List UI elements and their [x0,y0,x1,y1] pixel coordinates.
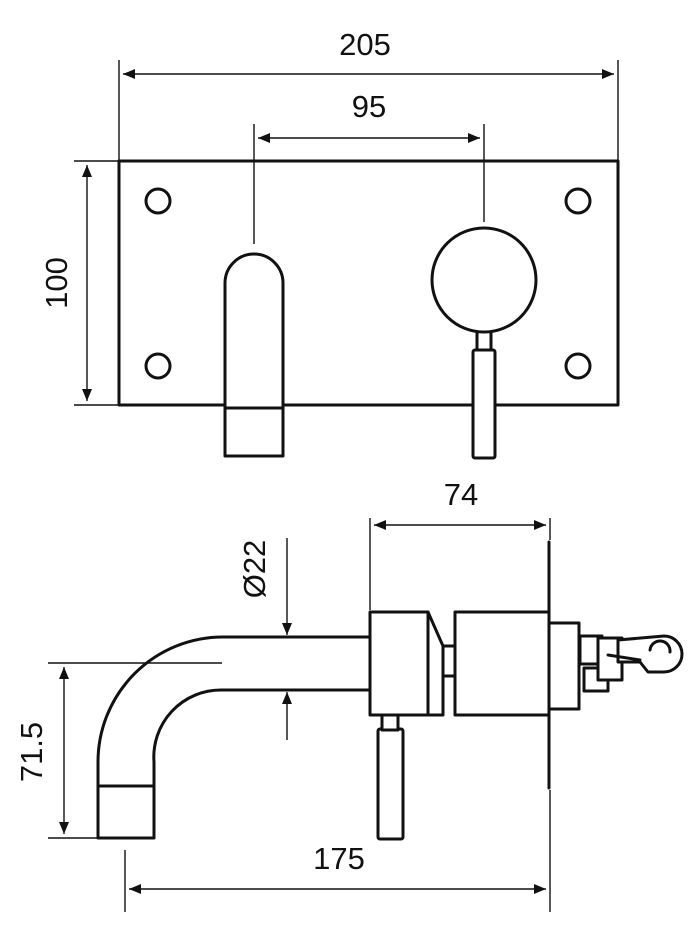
dimension-label-71-5: 71.5 [14,722,49,782]
dimension-label-175: 175 [313,841,365,876]
dimension-label-205: 205 [339,27,391,62]
dimension-label-diameter-22: Ø22 [237,540,272,599]
dimension-label-95: 95 [352,89,386,124]
mixer-handle-front [430,226,538,460]
mixer-body-side [368,610,551,717]
fixing-hole-top-right [564,187,592,215]
side-view: 74 Ø22 71.5 175 [14,477,684,912]
rear-valve-assembly [547,621,684,711]
wall-plate [117,159,620,407]
front-view: 205 95 100 [39,27,620,460]
fixing-hole-bottom-left [144,352,172,380]
spout-side [96,635,374,840]
dimension-label-100: 100 [39,257,74,309]
mixer-handle-side [376,727,405,841]
spout-front [223,252,285,458]
fixing-hole-bottom-right [564,352,592,380]
fixing-hole-top-left [144,187,172,215]
dimension-label-74: 74 [444,477,478,512]
